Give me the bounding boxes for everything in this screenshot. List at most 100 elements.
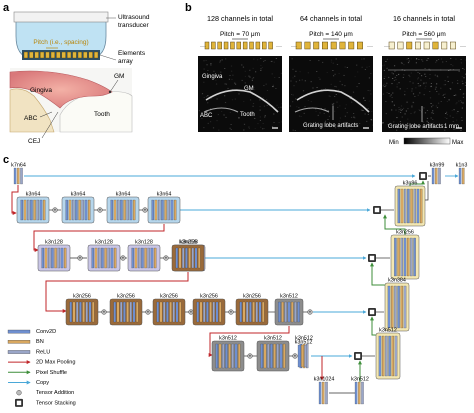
speckle [281, 121, 283, 123]
layer-bar [75, 301, 79, 323]
svg-text:+: + [99, 208, 102, 213]
speckle [356, 64, 358, 66]
layer-bar [378, 335, 382, 377]
speckle [339, 117, 341, 119]
layer-bar [209, 301, 212, 323]
speckle [430, 86, 432, 88]
speckle [385, 101, 387, 102]
speckle [364, 69, 367, 70]
speckle [392, 78, 394, 79]
speckle [403, 64, 405, 66]
layer-bar [382, 335, 385, 377]
legend-label: Conv2D [36, 329, 56, 335]
elements-label: Elements [118, 50, 146, 57]
speckle [323, 113, 325, 114]
speckle [330, 83, 332, 85]
speckle [305, 128, 307, 130]
speckle [406, 101, 408, 103]
tensor-addition: + [188, 309, 194, 315]
layer-bar [301, 344, 304, 368]
speckle [458, 100, 460, 102]
speckle [203, 127, 205, 129]
speckle [426, 59, 428, 61]
speckle [394, 70, 396, 72]
speckle [407, 62, 410, 64]
speckle [402, 107, 405, 109]
speckle [238, 116, 240, 118]
layer-bar [410, 237, 413, 277]
bone-boundary [294, 107, 330, 113]
layer-bar [246, 301, 249, 323]
speckle [386, 82, 388, 84]
speckle [444, 117, 446, 118]
speckle [434, 74, 436, 76]
layer-bar [101, 247, 104, 269]
speckle [444, 93, 446, 95]
speckle [228, 78, 231, 80]
speckle [335, 58, 337, 60]
speckle [332, 62, 334, 64]
speckle [296, 106, 298, 108]
layer-bar [123, 199, 126, 221]
speckle [295, 70, 297, 72]
speckle [456, 102, 458, 104]
speckle [440, 58, 443, 60]
speckle [311, 124, 313, 126]
speckle [406, 58, 408, 60]
layer-bar [199, 301, 203, 323]
layer-bar [13, 167, 17, 185]
speckle [409, 76, 411, 78]
speckle [335, 86, 337, 88]
layer-bar [185, 247, 188, 269]
layer-bar [258, 301, 262, 323]
layer-bar [132, 301, 136, 323]
array-element [242, 41, 248, 50]
speckle [402, 123, 404, 125]
tensor-stacking [419, 172, 427, 180]
layer-bar [225, 343, 228, 369]
layer-bar [65, 199, 68, 221]
layer-bar [284, 301, 288, 323]
layer-bar [281, 301, 284, 323]
speckle [395, 70, 397, 72]
speckle [334, 127, 337, 129]
layer-bar [113, 301, 116, 323]
layer-bar [462, 167, 465, 185]
speckle [251, 80, 254, 82]
speckle [304, 80, 306, 82]
scale-label: 1 mm [444, 124, 459, 130]
speckle [278, 122, 280, 124]
speckle [383, 69, 385, 71]
legend-item: Copy [8, 380, 49, 386]
legend-label: 2D Max Pooling [36, 360, 76, 366]
speckle [427, 58, 429, 59]
array-element [357, 41, 363, 50]
speckle [213, 70, 215, 72]
speckle [395, 79, 397, 81]
block-label: k3n96 [403, 181, 418, 187]
speckle [248, 126, 250, 128]
speckle [278, 77, 280, 78]
gingiva-label-b: Gingiva [202, 74, 223, 80]
speckle [430, 124, 432, 126]
ellipsis-left: ··· [384, 44, 390, 50]
layer-bar [126, 301, 129, 323]
layer-bar [69, 301, 72, 323]
encoder-block-1: k3n64 [61, 192, 95, 224]
tensor-addition: + [142, 207, 148, 213]
array-element [330, 41, 337, 50]
layer-bar [354, 381, 358, 405]
speckle [409, 81, 411, 83]
speckle [426, 120, 428, 122]
speckle [418, 59, 420, 60]
speckle [452, 65, 454, 67]
layer-bar [438, 167, 441, 185]
speckle [339, 120, 341, 122]
speckle [350, 96, 353, 98]
layer-bar [263, 343, 267, 369]
speckle [252, 77, 255, 79]
layer-bar [188, 247, 191, 269]
